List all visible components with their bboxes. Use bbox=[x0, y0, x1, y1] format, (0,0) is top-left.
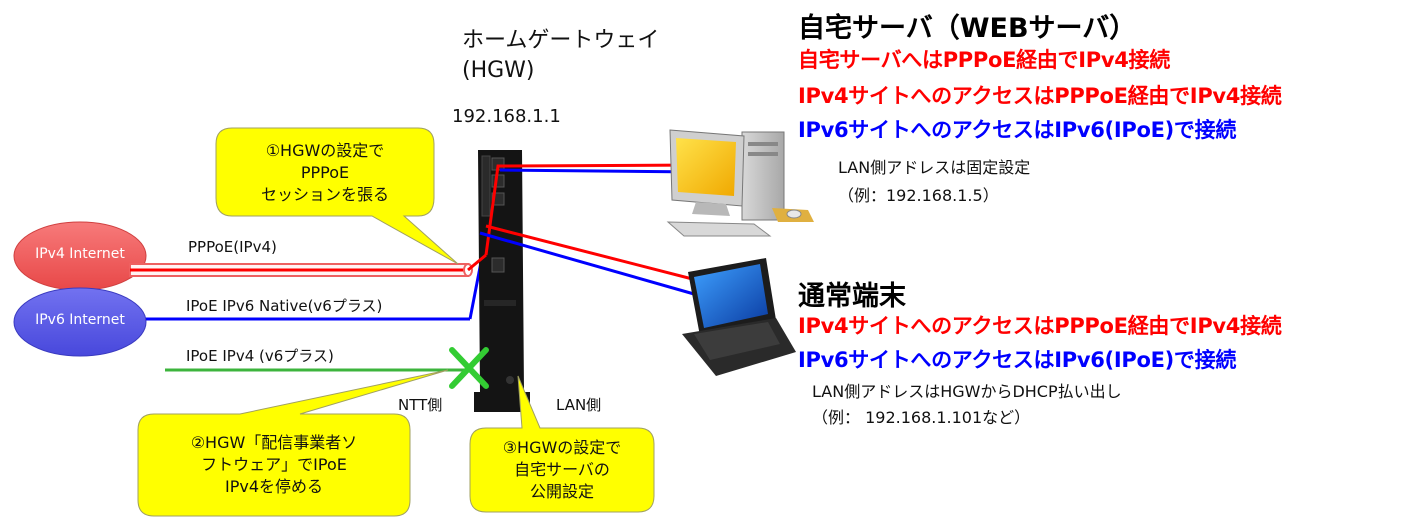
callout-1-line-2: PPPoE bbox=[300, 163, 350, 182]
callout-3-bubble bbox=[469, 375, 655, 513]
client-line-1: IPv4サイトへのアクセスはPPPoE経由でIPv4接続 bbox=[798, 314, 1282, 338]
router-device bbox=[474, 150, 530, 412]
hgw-abbreviation: (HGW) bbox=[462, 58, 535, 83]
server-heading: 自宅サーバ（WEBサーバ） bbox=[798, 13, 1137, 44]
ipoe-ipv4-line-label: IPoE IPv4 (v6プラス) bbox=[186, 347, 334, 365]
client-line-2: IPv6サイトへのアクセスはIPv6(IPoE)で接続 bbox=[798, 348, 1237, 372]
laptop-computer-icon bbox=[682, 258, 796, 376]
server-note-2: （例：192.168.1.5） bbox=[838, 186, 999, 205]
client-note-2: （例： 192.168.1.101など） bbox=[812, 408, 1031, 427]
callout-2-line-3: IPv4を停める bbox=[224, 477, 324, 496]
ipoe-ipv6-line-label: IPoE IPv6 Native(v6プラス) bbox=[186, 297, 383, 315]
callout-1-line-1: ①HGWの設定で bbox=[265, 141, 385, 160]
ipv6-internet-label: IPv6 Internet bbox=[35, 312, 125, 328]
callout-2-line-1: ②HGW「配信事業者ソ bbox=[190, 433, 358, 452]
pppoe-line-label: PPPoE(IPv4) bbox=[188, 238, 277, 256]
callout-3-line-3: 公開設定 bbox=[529, 482, 594, 501]
lan-side-label: LAN側 bbox=[556, 396, 602, 414]
ipv6-internet-oval bbox=[13, 287, 147, 357]
callout-1-line-3: セッションを張る bbox=[260, 185, 389, 204]
hgw-title: ホームゲートウェイ bbox=[462, 28, 660, 53]
client-note-1: LAN側アドレスはHGWからDHCP払い出し bbox=[812, 382, 1122, 401]
server-line-1: 自宅サーバへはPPPoE経由でIPv4接続 bbox=[798, 48, 1170, 72]
lan-cables bbox=[467, 163, 709, 300]
callout-3-line-1: ③HGWの設定で bbox=[502, 438, 622, 457]
callout-3-line-2: 自宅サーバの bbox=[514, 460, 610, 479]
callout-1-text: ①HGWの設定で PPPoE セッションを張る bbox=[216, 132, 434, 214]
client-heading: 通常端末 bbox=[798, 281, 906, 312]
server-line-3: IPv6サイトへのアクセスはIPv6(IPoE)で接続 bbox=[798, 118, 1237, 142]
hgw-ip-address: 192.168.1.1 bbox=[452, 106, 561, 127]
desktop-computer-icon bbox=[666, 129, 814, 237]
ipv4-internet-label: IPv4 Internet bbox=[35, 246, 125, 262]
callout-3-text: ③HGWの設定で 自宅サーバの 公開設定 bbox=[470, 430, 654, 510]
callout-1-bubble bbox=[215, 127, 459, 265]
callout-2-line-2: フトウェア」でIPoE bbox=[201, 455, 347, 474]
callout-2-text: ②HGW「配信事業者ソ フトウェア」でIPoE IPv4を停める bbox=[138, 418, 410, 512]
server-line-2: IPv4サイトへのアクセスはPPPoE経由でIPv4接続 bbox=[798, 84, 1282, 108]
callout-2-bubble bbox=[137, 369, 449, 517]
cross-mark-icon bbox=[449, 347, 489, 389]
pppoe-tube bbox=[129, 263, 473, 277]
server-note-1: LAN側アドレスは固定設定 bbox=[838, 158, 1031, 177]
ntt-side-label: NTT側 bbox=[398, 396, 443, 414]
